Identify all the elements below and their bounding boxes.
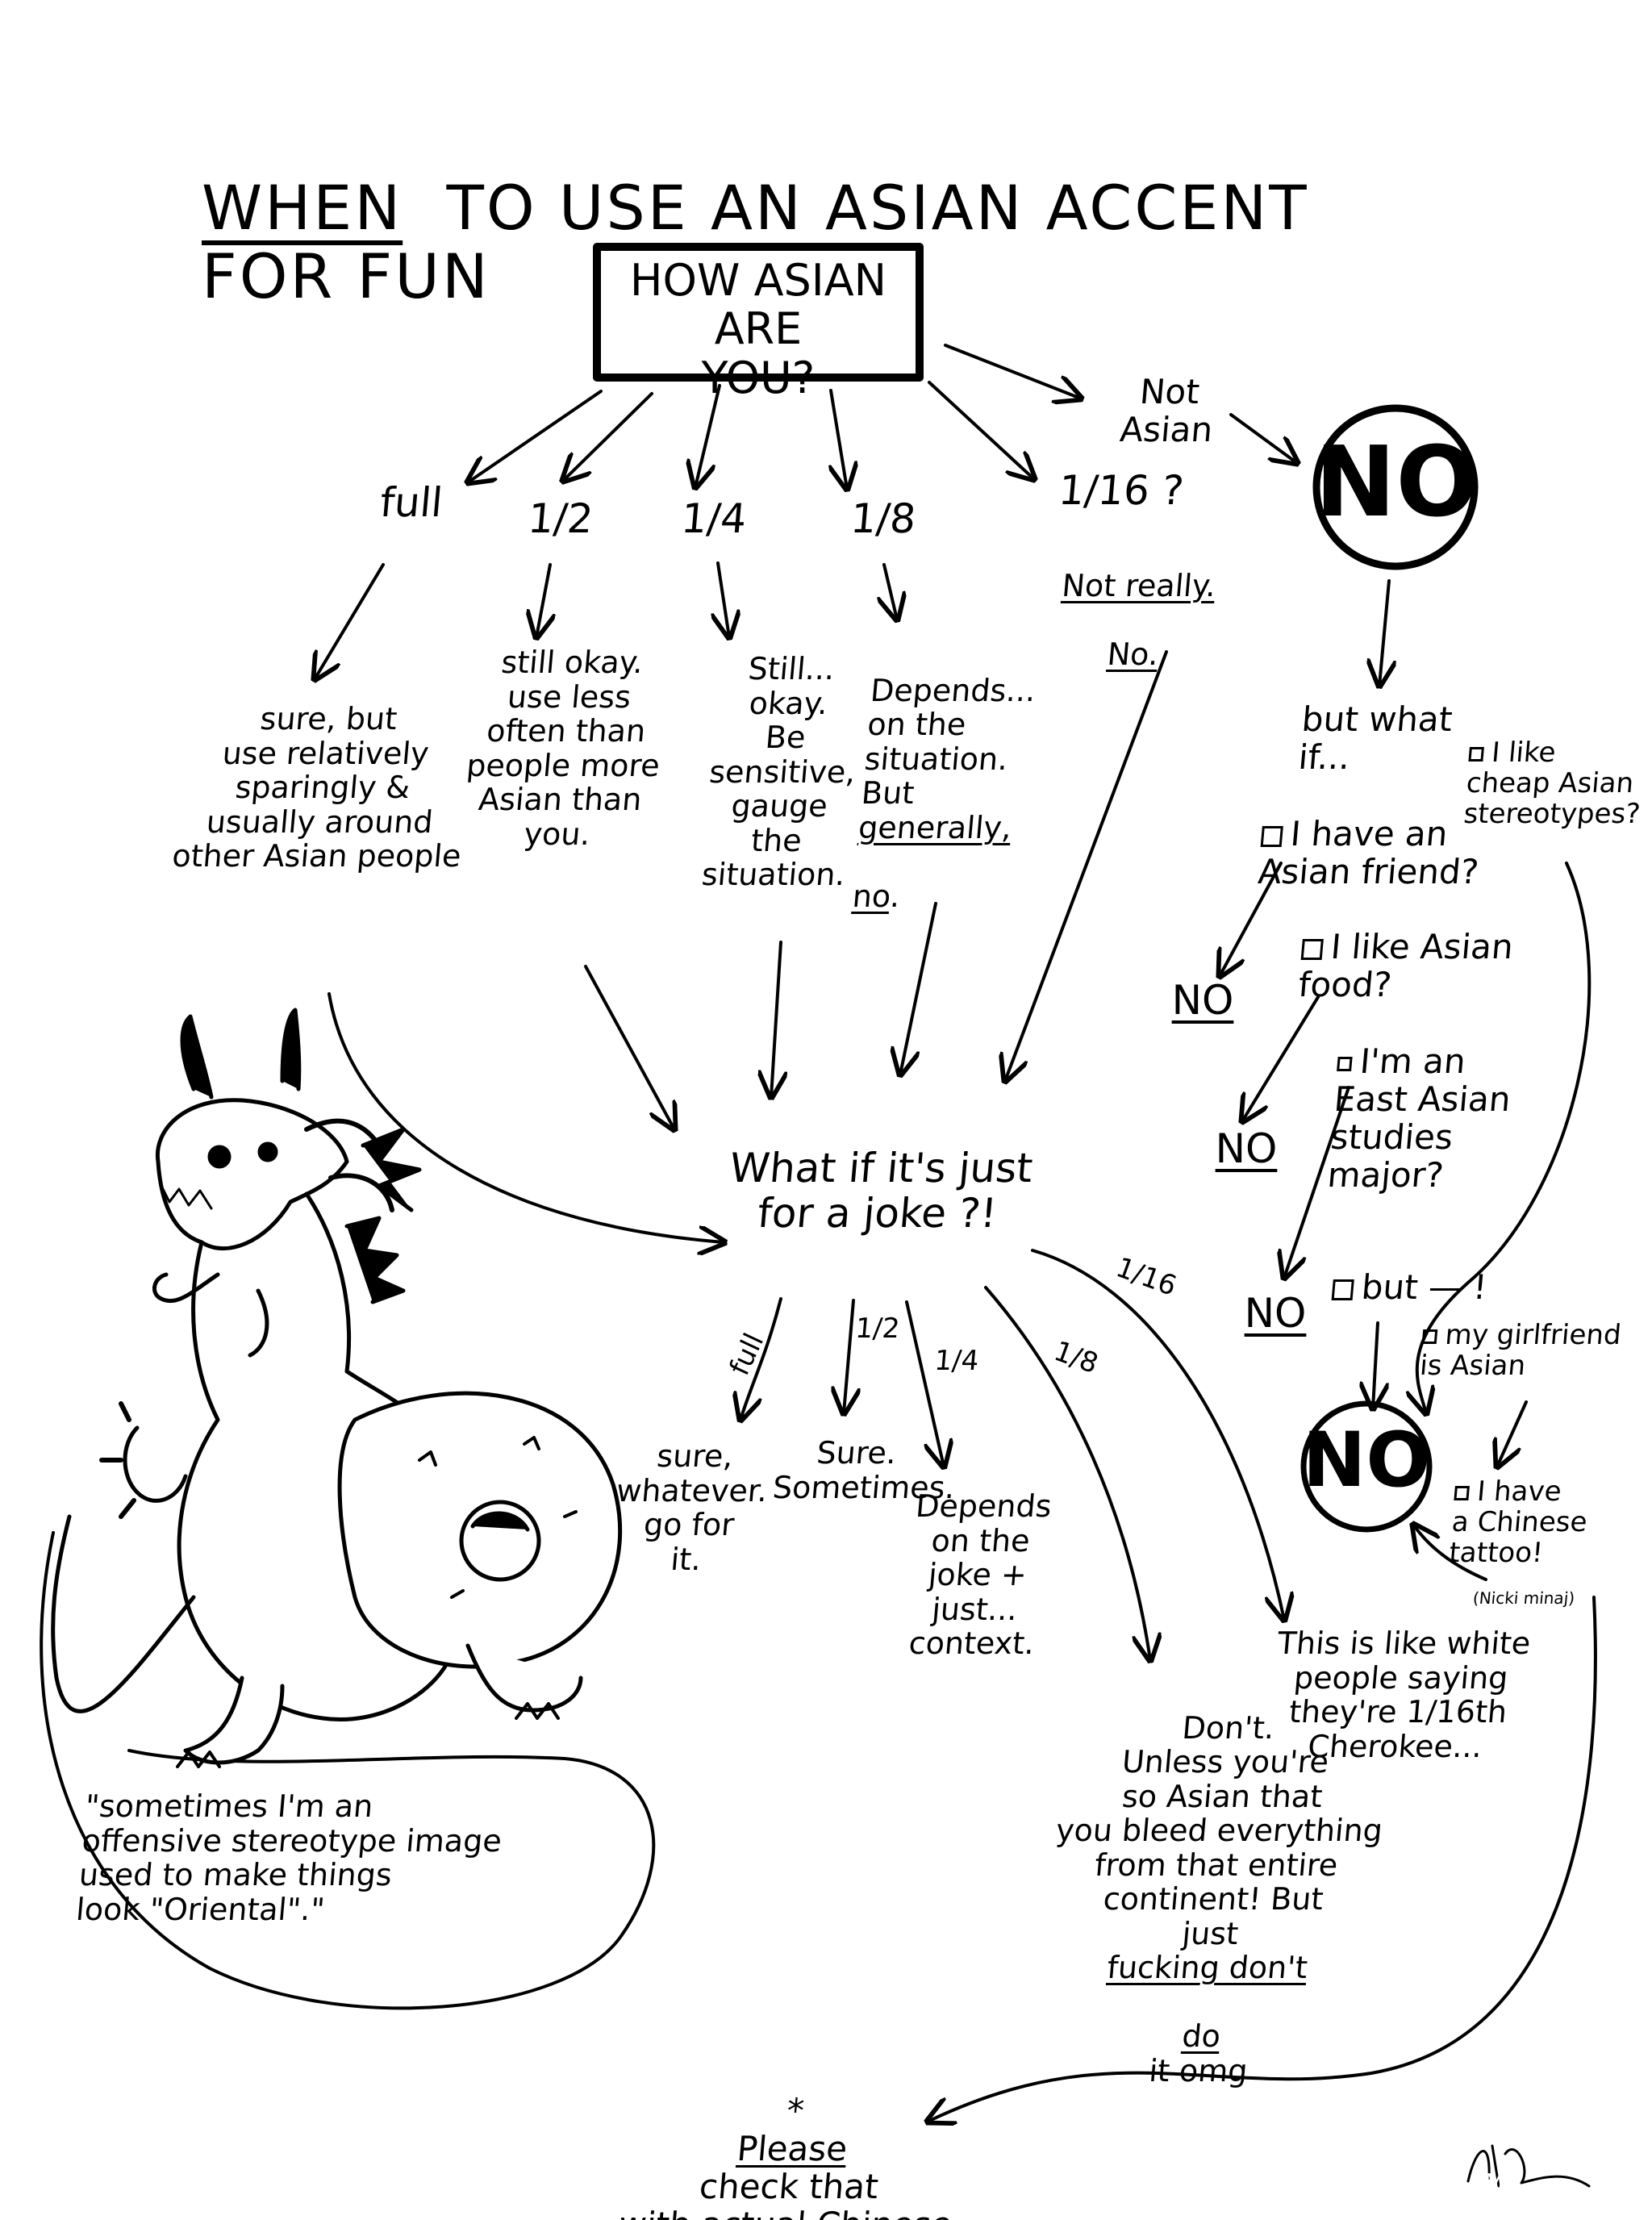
no-friend: NO bbox=[1171, 977, 1234, 1024]
signature: Mt bbox=[1482, 2169, 1516, 2197]
arrow-joke-quarter bbox=[905, 1300, 944, 1467]
no-circle-final bbox=[1300, 1400, 1433, 1533]
dragon-quote: "sometimes I'm an offensive stereotype i… bbox=[74, 1788, 503, 1927]
level-quarter: 1/4 bbox=[679, 495, 749, 542]
answer-eighth-end: no bbox=[851, 878, 892, 914]
but-what-if-prompt: but what if... bbox=[1296, 699, 1454, 778]
start-box bbox=[593, 243, 924, 382]
arrow-start-eighth bbox=[831, 389, 847, 489]
joke-answer-eighth-emphasis: fucking don't bbox=[1105, 1950, 1309, 1986]
tattoo-note: (Nicki minaj) bbox=[1471, 1588, 1576, 1608]
joke-answer-eighth-emphasis-2: do bbox=[1180, 2018, 1222, 2055]
no-final: NO bbox=[1302, 1417, 1431, 1504]
arrow-sixteenth-joke bbox=[1005, 650, 1168, 1081]
arrow-start-sixteenth bbox=[928, 381, 1034, 479]
arrow-friend-no bbox=[1220, 862, 1283, 976]
checkbox-icon bbox=[1468, 746, 1484, 762]
but-what-if-food: I like Asian food? bbox=[1296, 927, 1515, 1005]
answer-sixteenth-line-2: No. bbox=[1105, 636, 1160, 672]
arrow-but-no bbox=[1373, 1321, 1378, 1408]
joke-answer-eighth-end: it omg bbox=[1147, 2053, 1249, 2089]
arrow-not-asian-no bbox=[1229, 413, 1297, 463]
checkbox-icon bbox=[1260, 825, 1283, 847]
arrow-start-quarter bbox=[695, 384, 721, 487]
arrow-full-answer bbox=[315, 563, 385, 679]
arrow-tattoo-no bbox=[1413, 1525, 1487, 1581]
checkbox-icon bbox=[1337, 1056, 1353, 1071]
but-what-if-friend: I have an Asian friend? bbox=[1256, 814, 1481, 892]
footnote-emphasis: Please bbox=[735, 2129, 849, 2169]
answer-sixteenth-line-1: Not really. bbox=[1060, 567, 1217, 603]
joke-answer-sixteenth: This is like white people saying they're… bbox=[1275, 1625, 1533, 1764]
joke-answer-full: sure, whatever. go for it. bbox=[615, 1438, 770, 1577]
arrow-joke-full bbox=[740, 1297, 782, 1420]
arrow-quarter-joke bbox=[771, 941, 781, 1097]
arrow-start-full bbox=[468, 390, 603, 482]
page-title: WHEN TO USE AN ASIAN ACCENT FOR FUN bbox=[202, 105, 1460, 311]
arrow-full-joke bbox=[327, 992, 724, 1242]
speech-bubble bbox=[40, 1531, 656, 2010]
arrow-start-not-asian bbox=[944, 344, 1081, 399]
checkbox-icon bbox=[1300, 938, 1324, 960]
arrow-joke-sixteenth bbox=[1031, 1249, 1284, 1620]
arrow-eighth-answer bbox=[884, 563, 897, 620]
arrow-half-joke bbox=[584, 965, 674, 1129]
signature-scribble bbox=[1466, 2144, 1591, 2188]
arrow-no-but-what-if bbox=[1379, 579, 1389, 686]
arrow-joke-half bbox=[844, 1299, 853, 1413]
joke-answer-quarter: Depends on the joke + just... context. bbox=[907, 1488, 1053, 1662]
answer-eighth-lead: Depends... on the situation. But bbox=[860, 672, 1037, 812]
arrow-start-half bbox=[563, 392, 653, 481]
level-half: 1/2 bbox=[526, 495, 595, 542]
answer-sixteenth: Not really. No. bbox=[1043, 534, 1233, 672]
arrow-eighth-joke bbox=[900, 902, 937, 1075]
answer-full: sure, but use relatively sparingly & usu… bbox=[170, 701, 463, 874]
joke-branch-half: 1/2 bbox=[853, 1312, 902, 1345]
footnote-rest: check that with actual Chinese people. P… bbox=[617, 2167, 953, 2220]
level-full: full bbox=[378, 479, 445, 526]
answer-eighth-emphasis: generally, bbox=[857, 809, 1013, 845]
checkbox-icon bbox=[1331, 1279, 1354, 1300]
checkbox-icon bbox=[1454, 1485, 1470, 1500]
title-underlined-word: WHEN bbox=[202, 172, 403, 244]
no-major: NO bbox=[1244, 1290, 1307, 1337]
footnote-star: * bbox=[785, 2091, 806, 2131]
arrow-joke-eighth bbox=[984, 1286, 1150, 1660]
arrow-girlfriend-no bbox=[1497, 1400, 1528, 1467]
answer-half: still okay. use less often than people m… bbox=[465, 645, 661, 852]
arrow-tattoo-footnote bbox=[928, 1596, 1597, 2122]
arrow-major-no bbox=[1284, 1086, 1350, 1278]
level-not-asian: Not Asian bbox=[1118, 372, 1215, 450]
level-sixteenth: 1/16 ? bbox=[1057, 467, 1186, 514]
arrow-quarter-answer bbox=[718, 561, 729, 637]
joke-branch-quarter: 1/4 bbox=[932, 1345, 981, 1377]
but-what-if-girlfriend: my girlfriend is Asian bbox=[1418, 1319, 1623, 1383]
answer-eighth: Depends... on the situation. But general… bbox=[851, 672, 1037, 914]
no-circle-top bbox=[1312, 404, 1479, 570]
footnote: * Please check that with actual Chinese … bbox=[587, 2054, 995, 2220]
but-what-if-major: I'm an East Asian studies major? bbox=[1325, 1041, 1512, 1196]
joke-question: What if it's just for a joke ?! bbox=[728, 1145, 1035, 1237]
start-question: HOW ASIAN ARE YOU? bbox=[629, 255, 887, 403]
dragon-illustration bbox=[51, 1008, 622, 1768]
arrow-stereotypes-no bbox=[1417, 862, 1592, 1413]
no-food: NO bbox=[1215, 1125, 1278, 1172]
arrow-half-answer bbox=[536, 563, 550, 637]
title-rest: TO USE AN ASIAN ACCENT FOR FUN bbox=[202, 172, 1309, 313]
but-what-if-but: but — ! bbox=[1331, 1267, 1576, 1307]
checkbox-icon bbox=[1421, 1329, 1438, 1344]
arrow-food-no bbox=[1242, 995, 1320, 1121]
answer-not-asian-no: NO bbox=[1315, 427, 1479, 539]
but-what-if-tattoo: I have a Chinese tattoo! bbox=[1447, 1475, 1589, 1570]
level-eighth: 1/8 bbox=[849, 495, 918, 542]
